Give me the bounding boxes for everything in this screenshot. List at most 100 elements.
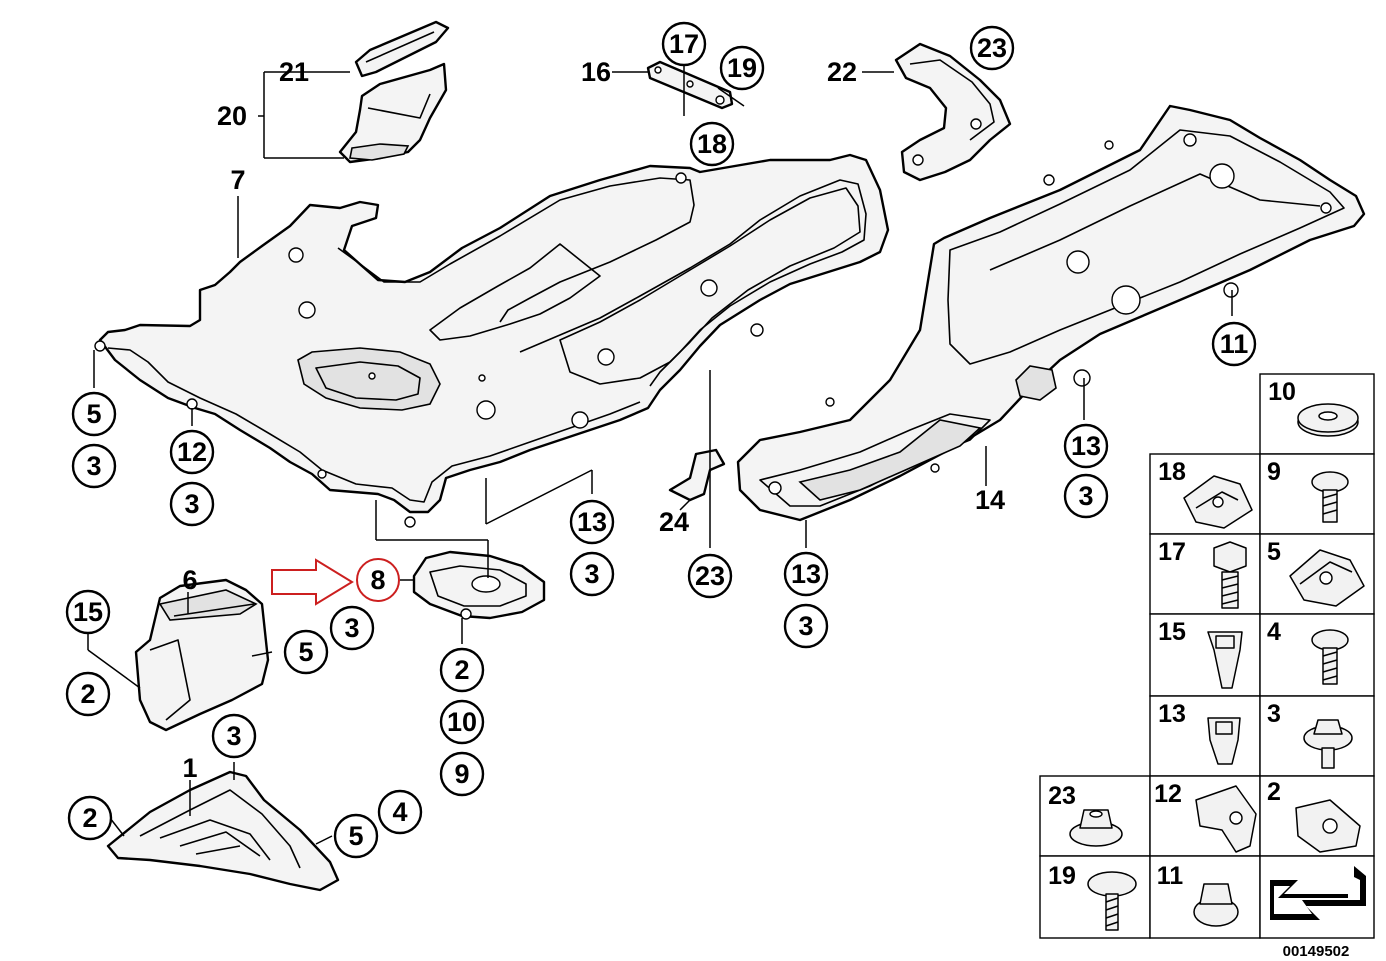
callout-3: 3 bbox=[1063, 473, 1109, 519]
callout-label: 21 bbox=[279, 57, 309, 87]
callout-3: 3 bbox=[169, 481, 215, 527]
callout-21: 21 bbox=[279, 57, 309, 87]
callout-3: 3 bbox=[211, 713, 257, 759]
callout-24: 24 bbox=[659, 507, 689, 537]
callout-label: 23 bbox=[695, 561, 725, 591]
callout-label: 22 bbox=[827, 57, 857, 87]
callout-13: 13 bbox=[783, 551, 829, 597]
callout-5: 5 bbox=[71, 391, 117, 437]
part-8-shield bbox=[412, 550, 546, 620]
expanding-nut-icon bbox=[1207, 631, 1243, 689]
plastic-nut-icon bbox=[1207, 717, 1241, 765]
callout-5: 5 bbox=[283, 629, 329, 675]
callout-label: 6 bbox=[182, 565, 197, 595]
callout-label: 15 bbox=[73, 597, 103, 627]
callout-23: 23 bbox=[687, 553, 733, 599]
callout-15: 15 bbox=[65, 589, 111, 635]
callout-label: 3 bbox=[226, 721, 241, 751]
callout-1: 1 bbox=[182, 753, 197, 783]
callout-14: 14 bbox=[975, 485, 1005, 515]
callout-3: 3 bbox=[329, 605, 375, 651]
air-duct-6 bbox=[134, 578, 270, 732]
callout-label: 12 bbox=[177, 437, 207, 467]
underbody-panel-left bbox=[94, 153, 890, 528]
callout-label: 1 bbox=[182, 753, 197, 783]
callout-label: 3 bbox=[1078, 481, 1093, 511]
callout-label: 2 bbox=[454, 655, 469, 685]
callout-label: 17 bbox=[669, 29, 699, 59]
callout-22: 22 bbox=[827, 57, 857, 87]
reference-number: 00149502 bbox=[1283, 943, 1350, 960]
callout-6: 6 bbox=[182, 565, 197, 595]
callout-label: 7 bbox=[230, 165, 245, 195]
legend-label-12: 12 bbox=[1154, 780, 1182, 808]
callout-label: 13 bbox=[791, 559, 821, 589]
callout-label: 10 bbox=[447, 707, 477, 737]
legend-label-13: 13 bbox=[1158, 700, 1186, 728]
legend-label-11: 11 bbox=[1157, 862, 1184, 890]
callout-5: 5 bbox=[333, 813, 379, 859]
spring-clip-icon bbox=[1289, 549, 1365, 607]
callout-20: 20 bbox=[217, 101, 247, 131]
underbody-panel-right bbox=[736, 104, 1366, 522]
callout-3: 3 bbox=[71, 443, 117, 489]
callout-label: 18 bbox=[697, 129, 727, 159]
callout-label: 16 bbox=[581, 57, 611, 87]
callout-label: 9 bbox=[454, 759, 469, 789]
callout-label: 3 bbox=[584, 559, 599, 589]
collar-screw-icon bbox=[1303, 719, 1353, 769]
callout-label: 3 bbox=[184, 489, 199, 519]
plastic-rivet-icon bbox=[1195, 785, 1257, 853]
callout-label: 11 bbox=[1220, 329, 1249, 359]
callout-13: 13 bbox=[1063, 423, 1109, 469]
callout-label: 14 bbox=[975, 485, 1005, 515]
callout-label: 3 bbox=[798, 611, 813, 641]
speed-nut-icon bbox=[1183, 475, 1253, 529]
callout-label: 8 bbox=[370, 565, 385, 595]
callout-23: 23 bbox=[969, 25, 1015, 71]
callout-3: 3 bbox=[783, 603, 829, 649]
callout-label: 23 bbox=[977, 33, 1007, 63]
callout-label: 20 bbox=[217, 101, 247, 131]
deflector-panel-1 bbox=[106, 770, 340, 892]
washer-screw-icon bbox=[1311, 629, 1349, 685]
legend-label-19: 19 bbox=[1048, 862, 1076, 890]
callout-label: 13 bbox=[577, 507, 607, 537]
callout-label: 24 bbox=[659, 507, 689, 537]
callout-17: 17 bbox=[661, 21, 707, 67]
callout-2: 2 bbox=[67, 795, 113, 841]
support-bracket-22 bbox=[894, 42, 1012, 182]
legend-label-18: 18 bbox=[1158, 458, 1186, 486]
legend-label-5: 5 bbox=[1267, 538, 1281, 566]
hex-nut-icon bbox=[1193, 883, 1239, 927]
direction-arrow-icon bbox=[1270, 866, 1366, 920]
legend-label-17: 17 bbox=[1158, 538, 1186, 566]
air-duct-top bbox=[338, 20, 450, 164]
legend-label-4: 4 bbox=[1267, 618, 1281, 646]
legend-label-2: 2 bbox=[1267, 778, 1281, 806]
callout-19: 19 bbox=[719, 45, 765, 91]
callout-label: 3 bbox=[344, 613, 359, 643]
callout-2: 2 bbox=[439, 647, 485, 693]
callout-18: 18 bbox=[689, 121, 735, 167]
callout-11: 11 bbox=[1211, 321, 1257, 367]
highlight-arrow bbox=[271, 558, 400, 606]
legend-label-9: 9 bbox=[1267, 458, 1281, 486]
bolt-icon bbox=[1213, 541, 1247, 609]
callout-8: 8 bbox=[370, 565, 385, 595]
screw-icon bbox=[1311, 471, 1349, 523]
callout-label: 2 bbox=[82, 803, 97, 833]
washer-icon bbox=[1297, 403, 1359, 437]
callout-7: 7 bbox=[230, 165, 245, 195]
legend-label-10: 10 bbox=[1268, 378, 1296, 406]
callout-13: 13 bbox=[569, 499, 615, 545]
callout-label: 19 bbox=[727, 53, 757, 83]
callout-label: 2 bbox=[80, 679, 95, 709]
legend-label-3: 3 bbox=[1267, 700, 1281, 728]
callout-label: 5 bbox=[298, 637, 313, 667]
callout-4: 4 bbox=[377, 789, 423, 835]
callout-10: 10 bbox=[439, 699, 485, 745]
